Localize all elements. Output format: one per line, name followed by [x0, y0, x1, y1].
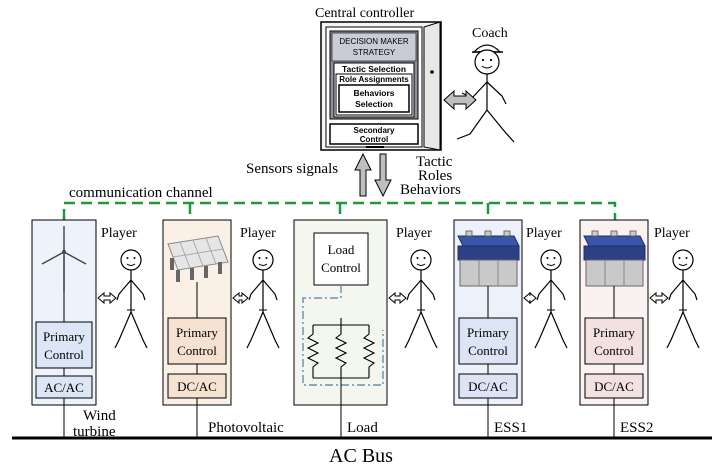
wind-name-line2: turbine: [73, 424, 116, 440]
player: Player: [523, 226, 568, 349]
player-unit-arrow: [232, 291, 249, 305]
player-label: Player: [654, 226, 690, 241]
central-controller-title: Central controller: [315, 6, 414, 21]
player-label: Player: [526, 226, 562, 241]
ess2-converter: [584, 373, 644, 399]
player-head-icon: [540, 249, 562, 271]
player: Player: [232, 226, 280, 349]
unit-ess2: Primary Control DC/AC ESS2: [579, 219, 653, 438]
ess2-primary-line2: Control: [594, 343, 634, 358]
unit-ess1: Primary Control DC/AC ESS1: [453, 219, 527, 438]
player-label: Player: [396, 226, 432, 241]
player-head-icon: [252, 249, 274, 271]
tactic-selection-label: Tactic Selection: [342, 64, 406, 74]
pv-primary-control: [167, 317, 227, 365]
player-unit-arrow: [388, 291, 407, 305]
player-head-icon: [410, 249, 432, 271]
behaviors-line1: Behaviors: [353, 88, 394, 98]
secondary-line1: Secondary: [354, 126, 395, 135]
communication-channel: communication channel: [62, 185, 617, 220]
coach-label: Coach: [472, 26, 508, 41]
ess2-converter-label: DC/AC: [594, 379, 634, 394]
tactic-label: Tactic: [416, 154, 453, 170]
pv-primary-line2: Control: [177, 343, 217, 358]
player: Player: [97, 226, 148, 349]
ess1-primary-line1: Primary: [467, 325, 509, 340]
solar-panel-icon: [167, 235, 229, 282]
ac-bus-label: AC Bus: [329, 445, 393, 467]
strategy-line1: DECISION MAKER: [339, 37, 409, 46]
battery-icon: [457, 230, 520, 287]
player-unit-arrow: [97, 291, 117, 305]
role-assignments-label: Role Assignments: [339, 75, 409, 84]
load-control-line1: Load: [328, 242, 355, 257]
player-unit-arrow: [523, 291, 537, 305]
wind-turbine-icon: [41, 226, 87, 292]
unit-wind: Primary Control AC/AC Wind turbine: [31, 219, 116, 440]
wind-primary-line2: Control: [44, 347, 84, 362]
ess1-primary-control: [458, 317, 518, 365]
load-control-box: [313, 232, 369, 286]
player-head-icon: [120, 249, 142, 271]
player: Player: [388, 226, 438, 349]
wind-primary-line1: Primary: [43, 329, 85, 344]
pv-primary-line1: Primary: [176, 325, 218, 340]
ess2-primary-control: [584, 317, 644, 365]
tactic-down-arrow: [374, 153, 392, 198]
secondary-line2: Control: [360, 135, 388, 144]
pv-converter: [167, 373, 227, 399]
player: Player: [649, 226, 700, 349]
load-name: Load: [347, 420, 378, 436]
player-label: Player: [240, 226, 276, 241]
strategy-line2: STRATEGY: [353, 48, 396, 57]
unit-load: Load Control Load: [293, 219, 388, 438]
player-unit-arrow: [649, 291, 669, 305]
ess1-converter: [458, 373, 518, 399]
battery-icon: [583, 230, 646, 287]
pv-name: Photovoltaic: [208, 420, 284, 436]
secondary-control-box: [329, 123, 419, 145]
sensors-signals-label: Sensors signals: [246, 161, 338, 177]
communication-channel-label: communication channel: [69, 185, 213, 201]
pv-converter-label: DC/AC: [177, 379, 217, 394]
roles-label: Roles: [418, 168, 452, 184]
load-control-line2: Control: [321, 260, 361, 275]
ess1-primary-line2: Control: [468, 343, 508, 358]
ess2-primary-line1: Primary: [593, 325, 635, 340]
behaviors-selection-box: [338, 84, 410, 113]
behaviors-line2: Selection: [355, 99, 393, 109]
wind-converter-label: AC/AC: [44, 380, 84, 395]
coach: Coach: [456, 26, 515, 143]
ess1-name: ESS1: [494, 420, 527, 436]
central-controller: Central controller DECISION MAKER STRATE…: [315, 6, 442, 151]
sensors-up-arrow: [354, 152, 372, 197]
player-label: Player: [101, 226, 137, 241]
wind-name-line1: Wind: [83, 408, 116, 424]
wind-primary-control: [35, 321, 93, 369]
ess1-converter-label: DC/AC: [468, 379, 508, 394]
ess2-name: ESS2: [620, 420, 653, 436]
behaviors-label: Behaviors: [400, 182, 461, 198]
coach-controller-arrow: [443, 89, 477, 111]
unit-photovoltaic: Primary Control DC/AC Photovoltaic: [162, 219, 284, 438]
player-head-icon: [672, 249, 694, 271]
